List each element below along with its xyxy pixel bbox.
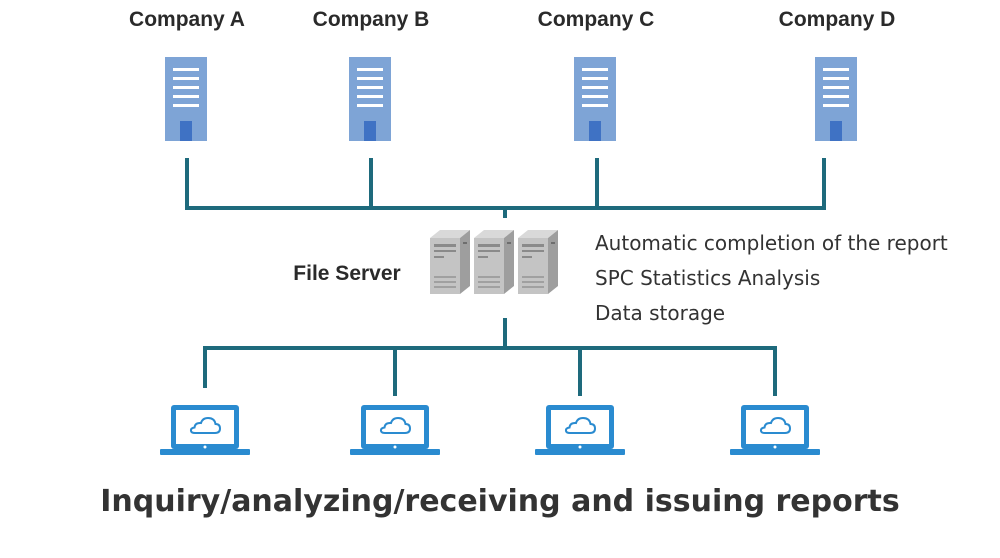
office-building-icon xyxy=(165,57,207,141)
laptop-cloud-icon xyxy=(350,405,440,455)
bottom-caption: Inquiry/analyzing/receiving and issuing … xyxy=(100,484,900,519)
top-network-lines xyxy=(185,158,826,218)
company-label-c: Company C xyxy=(537,8,655,31)
company-label-b: Company B xyxy=(312,8,430,31)
laptop-cloud-icon xyxy=(160,405,250,455)
feature-spc-analysis: SPC Statistics Analysis xyxy=(595,266,821,290)
laptop-cloud-icon xyxy=(535,405,625,455)
feature-data-storage: Data storage xyxy=(595,301,726,325)
server-rack-icon xyxy=(430,230,558,294)
office-building-icon xyxy=(815,57,857,141)
file-server-label: File Server xyxy=(293,262,401,285)
company-label-a: Company A xyxy=(129,8,245,31)
feature-report-completion: Automatic completion of the report xyxy=(595,231,948,255)
laptop-cloud-icon xyxy=(730,405,820,455)
company-label-d: Company D xyxy=(778,8,896,31)
office-building-icon xyxy=(574,57,616,141)
office-building-icon xyxy=(349,57,391,141)
bottom-network-lines xyxy=(203,318,777,396)
